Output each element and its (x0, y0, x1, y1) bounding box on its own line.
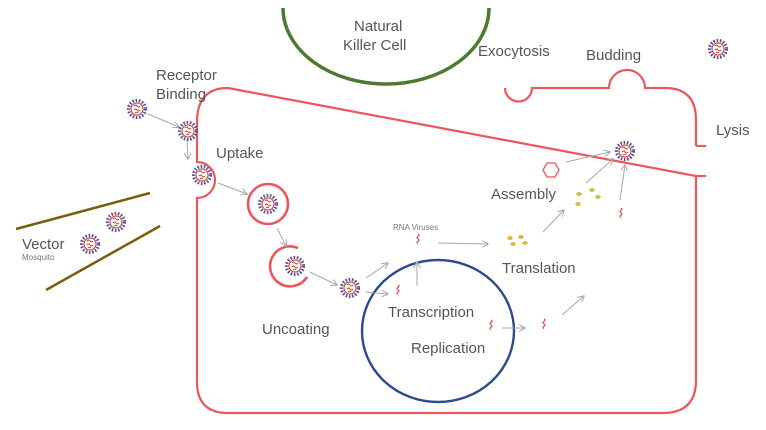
label-translation: Translation (502, 260, 576, 277)
virus-bound (177, 120, 199, 142)
label-assembly: Assembly (491, 186, 557, 203)
proteins-translation (507, 235, 528, 246)
arrow-to-rna-viruses (365, 263, 388, 279)
arrow-to-late-translation (561, 296, 584, 316)
arrow-binding (147, 113, 179, 127)
label-natural-killer-1: Natural (354, 18, 402, 35)
label-mosquito: Mosquito (22, 253, 55, 262)
label-replication: Replication (411, 340, 485, 357)
arrow-proteins-to-virion (585, 159, 613, 184)
rna-strand-transcription (396, 284, 400, 296)
virus-budded (707, 38, 729, 60)
virus-uncoating (284, 255, 306, 277)
cell-membrane (195, 68, 698, 415)
arrow-to-uncoating (309, 271, 337, 285)
endosome-vesicle (246, 182, 290, 226)
label-rna-viruses: RNA Viruses (393, 223, 438, 232)
arrow-entry (187, 139, 188, 159)
label-vector: Vector (22, 236, 65, 253)
virus-free (126, 98, 148, 120)
label-lysis: Lysis (716, 122, 750, 139)
arrow-to-assembly (542, 210, 564, 233)
rna-strand-out (542, 318, 546, 330)
arrow-to-transcription (365, 292, 388, 294)
label-budding: Budding (586, 47, 641, 64)
label-natural-killer-2: Killer Cell (343, 37, 406, 54)
label-transcription: Transcription (388, 304, 474, 321)
arrow-rna-to-virion (619, 165, 625, 201)
label-uptake: Uptake (216, 145, 264, 162)
virus-assembled (614, 140, 636, 162)
rna-strand-viruses (416, 233, 420, 245)
vector-line-lower (45, 224, 161, 292)
virus-released (339, 277, 361, 299)
virus-in-endosome (257, 193, 279, 215)
arrow-to-translation (437, 243, 488, 244)
arrow-uptake (217, 182, 247, 194)
nucleus (360, 258, 516, 404)
arrow-vesicle-down (276, 227, 286, 246)
label-exocytosis: Exocytosis (478, 43, 550, 60)
label-receptor-1: Receptor (156, 67, 217, 84)
virus-in-vector-2 (79, 233, 101, 255)
arrow-capsid-to-virion (565, 152, 610, 163)
virus-entering (191, 164, 213, 186)
natural-killer-cell (281, 7, 491, 86)
proteins-assembly (575, 188, 601, 206)
rna-strand-replication (489, 319, 493, 331)
label-receptor-2: Binding (156, 86, 206, 103)
virus-in-vector-1 (105, 211, 127, 233)
vector-line-upper (15, 191, 151, 231)
label-uncoating: Uncoating (262, 321, 330, 338)
capsid-hexagon (542, 162, 560, 178)
rna-strand-assembly (619, 207, 623, 219)
